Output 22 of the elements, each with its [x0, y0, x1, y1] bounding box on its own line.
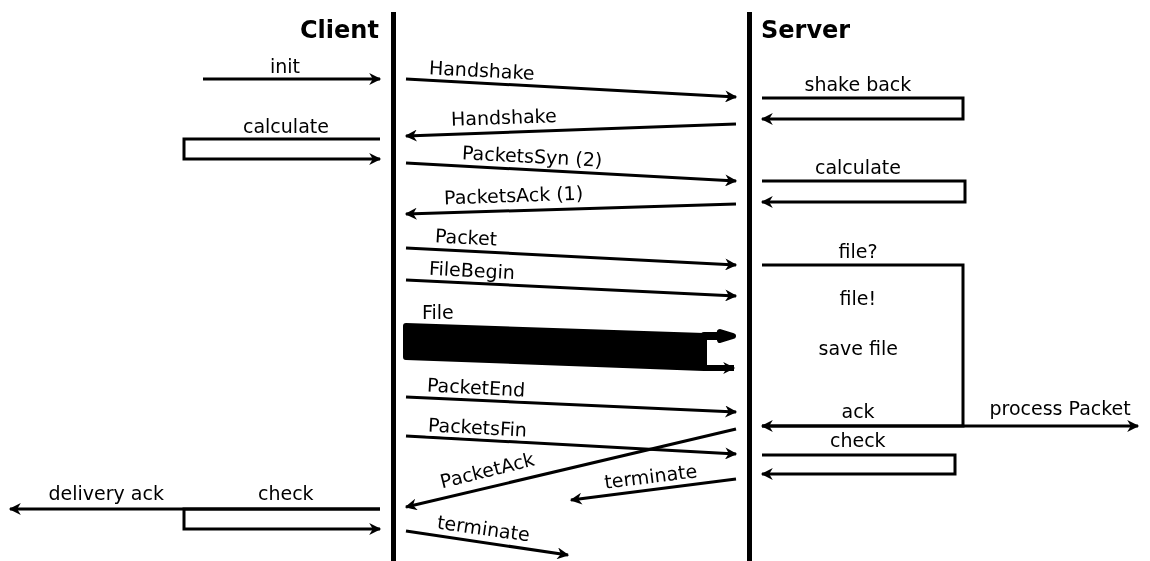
- edge-label: delivery ack: [46, 482, 166, 504]
- message-arrow: [405, 278, 738, 302]
- self-message-arrow: [760, 96, 965, 125]
- message-arrow: [405, 161, 738, 187]
- message-arrow: [404, 427, 737, 511]
- message-arrow: [404, 122, 737, 142]
- message-arrow: [405, 434, 738, 460]
- self-message-arrow: [760, 179, 967, 208]
- message-arrow: [762, 420, 1140, 432]
- self-message-arrow: [760, 263, 965, 432]
- self-message-arrow: [760, 453, 957, 480]
- message-arrow: [203, 73, 382, 85]
- message-arrow: [405, 395, 738, 418]
- message-arrow: [405, 246, 738, 271]
- message-arrow: [404, 202, 737, 220]
- message-arrow: [405, 77, 738, 103]
- message-arrow: [569, 477, 737, 505]
- thick-arrow: [403, 323, 737, 374]
- lifeline-heading: Server: [761, 16, 851, 44]
- self-message-arrow: [182, 137, 382, 165]
- lifeline-heading: Client: [300, 16, 379, 44]
- message-arrow: [405, 529, 570, 560]
